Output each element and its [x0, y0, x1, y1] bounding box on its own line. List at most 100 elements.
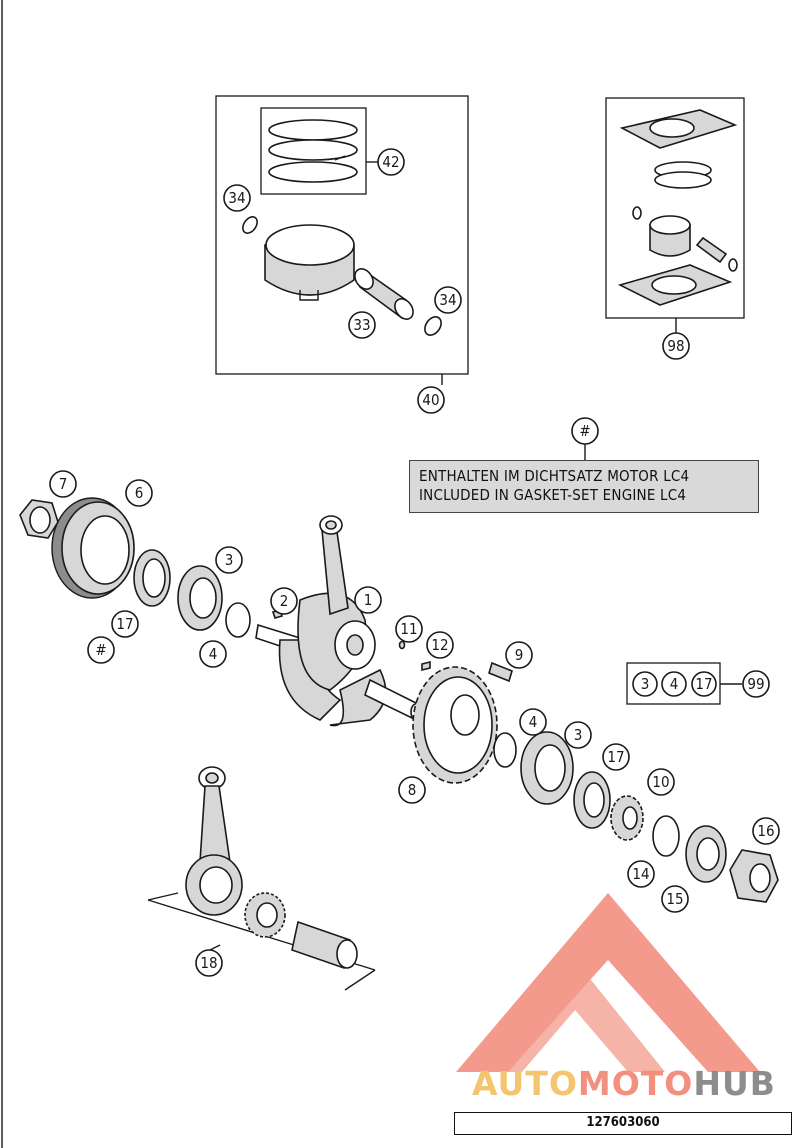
- svg-text:3: 3: [225, 551, 234, 569]
- svg-text:9: 9: [515, 646, 524, 664]
- small-sprocket: [610, 795, 644, 841]
- callout-34-upper: 34: [223, 184, 251, 212]
- note-line-english: INCLUDED IN GASKET-SET ENGINE LC4: [419, 486, 687, 504]
- kit-pin: [695, 236, 728, 264]
- washer-15: [685, 825, 727, 883]
- shim-left: [225, 602, 251, 638]
- circlip-lower: [424, 316, 442, 336]
- callout-33: 33: [348, 311, 376, 339]
- callout-12: 12: [426, 631, 454, 659]
- connecting-rod: [185, 766, 243, 916]
- callout-11: 11: [395, 615, 423, 643]
- svg-text:1: 1: [364, 591, 373, 609]
- svg-text:34: 34: [439, 291, 456, 309]
- note-line-german: ENTHALTEN IM DICHTSATZ MOTOR LC4: [419, 467, 690, 485]
- kit-99-item-3: 3: [632, 671, 658, 697]
- seal-ring-left: [133, 549, 171, 607]
- svg-text:#: #: [579, 422, 590, 440]
- callout-4-right: 4: [519, 708, 547, 736]
- gear: [51, 497, 135, 599]
- callout-9: 9: [505, 641, 533, 669]
- seal-ring-right: [573, 771, 611, 829]
- watermark-word-hub: HUB: [693, 1064, 776, 1103]
- piston: [264, 224, 355, 301]
- svg-text:17: 17: [116, 615, 133, 633]
- piston-ring-box: [260, 107, 367, 195]
- watermark-logo: [456, 893, 760, 1072]
- watermark-word-auto: AUTO: [472, 1064, 578, 1103]
- piston-rings: [268, 119, 358, 183]
- callout-4-left: 4: [199, 640, 227, 668]
- svg-text:3: 3: [641, 675, 650, 693]
- bearing-right: [520, 731, 574, 805]
- svg-text:42: 42: [382, 153, 399, 171]
- part-number: 127603060: [454, 1112, 792, 1135]
- top-end-kit-box: [605, 97, 745, 319]
- svg-text:8: 8: [408, 781, 417, 799]
- watermark-word-moto: MOTO: [577, 1064, 694, 1103]
- bearing-left: [177, 565, 223, 631]
- callout-18: 18: [195, 949, 223, 977]
- callout-16: 16: [752, 817, 780, 845]
- callout-6: 6: [125, 479, 153, 507]
- svg-text:6: 6: [135, 484, 144, 502]
- callout-2: 2: [270, 587, 298, 615]
- callout-17-right: 17: [602, 743, 630, 771]
- nut-16: [729, 849, 779, 903]
- key-12: [421, 660, 431, 672]
- svg-text:18: 18: [200, 954, 217, 972]
- callout-40: 40: [417, 386, 445, 414]
- svg-text:10: 10: [652, 773, 669, 791]
- svg-text:4: 4: [209, 645, 218, 663]
- callout-98: 98: [662, 332, 690, 360]
- callout-99: 99: [742, 670, 770, 698]
- kit-99-item-4: 4: [661, 671, 687, 697]
- svg-text:34: 34: [228, 189, 245, 207]
- svg-text:40: 40: [422, 391, 439, 409]
- callout-3-left: 3: [215, 546, 243, 574]
- sprocket: [412, 666, 498, 784]
- kit-99-item-17: 17: [691, 671, 717, 697]
- svg-text:4: 4: [670, 675, 679, 693]
- callout-hash-left: #: [87, 636, 115, 664]
- crank-pin: [291, 920, 358, 970]
- base-gasket: [617, 264, 733, 306]
- svg-text:17: 17: [607, 748, 624, 766]
- svg-text:16: 16: [757, 822, 774, 840]
- watermark-text: AUTOMOTOHUB: [472, 1064, 792, 1104]
- callout-8: 8: [398, 776, 426, 804]
- circlip-14: [652, 815, 680, 857]
- pin-9: [488, 661, 513, 683]
- nut: [19, 499, 59, 539]
- kit-clip-b: [728, 258, 738, 272]
- svg-text:2: 2: [280, 592, 289, 610]
- svg-text:17: 17: [695, 675, 712, 693]
- kit-piston: [649, 215, 691, 257]
- kit-clip-a: [632, 206, 642, 220]
- callout-10: 10: [647, 768, 675, 796]
- callout-34-lower: 34: [434, 286, 462, 314]
- svg-text:4: 4: [529, 713, 538, 731]
- svg-text:14: 14: [632, 865, 649, 883]
- callout-14: 14: [627, 860, 655, 888]
- svg-text:#: #: [95, 641, 106, 659]
- callout-17-left: 17: [111, 610, 139, 638]
- svg-text:15: 15: [666, 890, 683, 908]
- piston-pin: [354, 268, 414, 320]
- crankshaft: [255, 592, 422, 727]
- svg-text:12: 12: [431, 636, 448, 654]
- svg-text:3: 3: [574, 726, 583, 744]
- needle-bearing: [244, 892, 286, 938]
- svg-text:7: 7: [59, 475, 68, 493]
- svg-text:98: 98: [667, 337, 684, 355]
- gasket-set-note: ENTHALTEN IM DICHTSATZ MOTOR LC4 INCLUDE…: [409, 460, 759, 513]
- svg-text:33: 33: [353, 316, 370, 334]
- circlip-upper: [242, 216, 258, 234]
- svg-text:99: 99: [747, 675, 764, 693]
- shim-right: [493, 732, 517, 768]
- callout-7: 7: [49, 470, 77, 498]
- connecting-rod-top: [319, 515, 349, 616]
- piston-kit-box: [215, 95, 469, 375]
- pin-11: [398, 640, 406, 650]
